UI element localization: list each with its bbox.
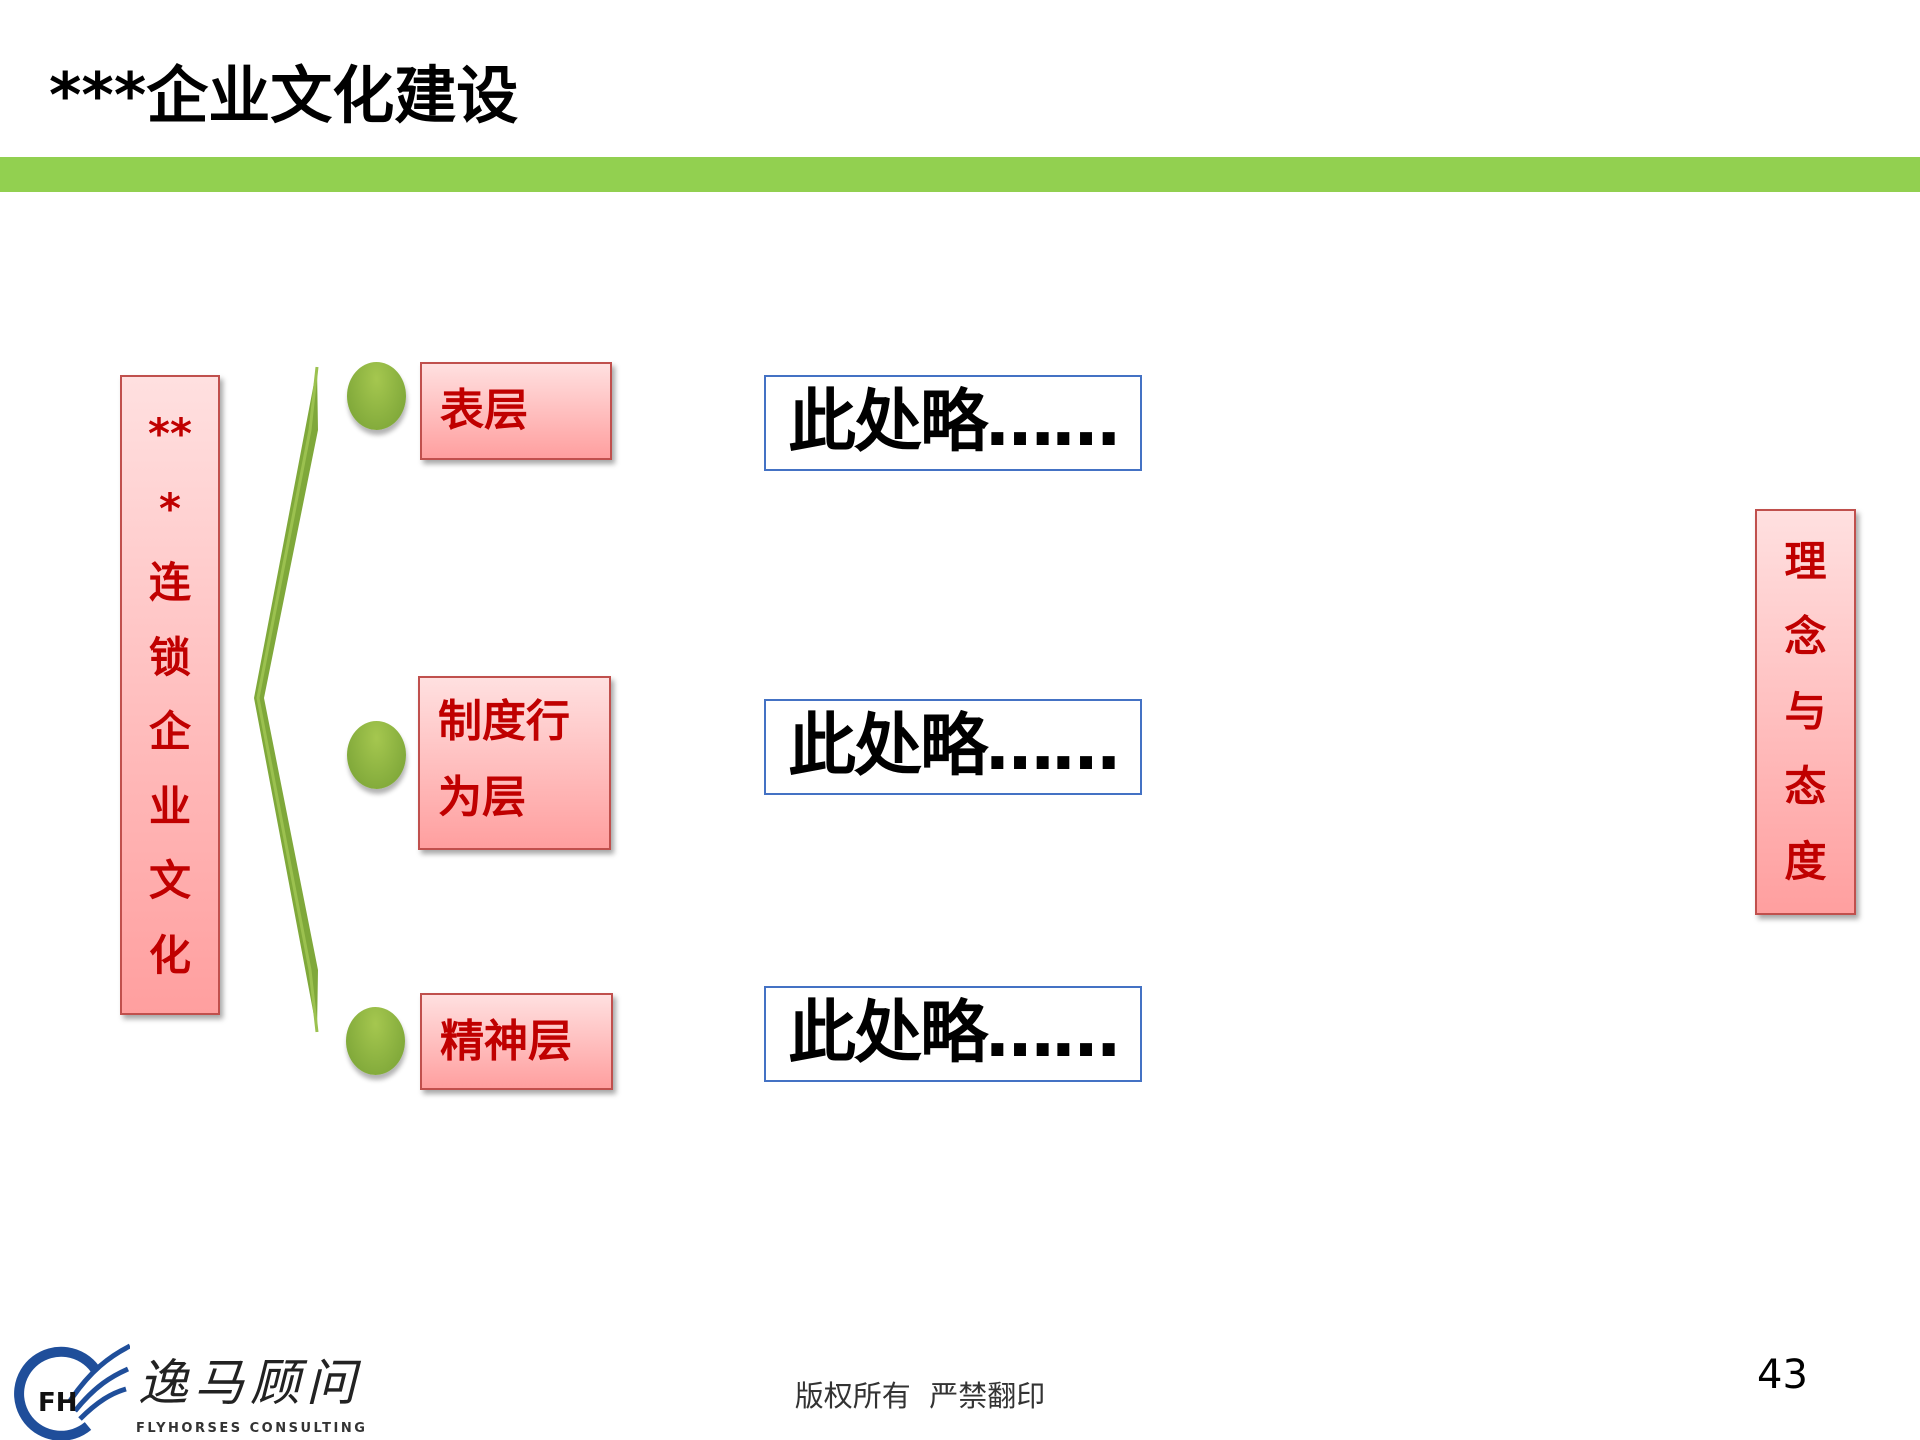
right-label-char: 理: [1784, 537, 1827, 587]
content-box-surface: 此处略……: [764, 375, 1142, 471]
content-box-system: 此处略……: [764, 699, 1142, 795]
right-label-char: 态: [1784, 761, 1827, 811]
logo-name-cn: 逸马顾问: [138, 1354, 362, 1412]
layer-label-surface: 表层: [420, 362, 612, 460]
bracket-shape: [254, 366, 319, 1033]
left-label-char: 业: [148, 781, 191, 831]
copyright-footer: 版权所有 严禁翻印: [794, 1379, 1046, 1413]
layer-label-system: 制度行 为层: [418, 676, 611, 850]
layer-label-text: 精神层: [440, 1015, 572, 1067]
layer-label-text: 制度行: [438, 696, 570, 747]
layer-label-text: 表层: [440, 385, 528, 436]
logo-name-en: FLYHORSES CONSULTING: [136, 1421, 368, 1436]
left-label-char: 化: [148, 930, 191, 980]
svg-text:FH: FH: [38, 1388, 78, 1418]
title-divider-bar: [0, 157, 1920, 192]
left-label-char: 连: [148, 558, 191, 608]
company-logo: FH 逸马顾问 FLYHORSES CONSULTING: [0, 1341, 392, 1440]
left-label-char: 文: [148, 856, 191, 906]
slide-title: ***企业文化建设: [49, 59, 519, 132]
left-label-char: *: [159, 483, 181, 533]
page-number: 43: [1757, 1352, 1808, 1398]
right-label-box: 理 念 与 态 度: [1755, 509, 1856, 915]
left-label-char: 企: [148, 707, 191, 757]
content-box-spirit: 此处略……: [764, 986, 1142, 1082]
right-label-char: 与: [1784, 686, 1827, 736]
right-label-char: 念: [1784, 612, 1827, 662]
right-label-char: 度: [1784, 836, 1827, 886]
bullet-circle: [347, 721, 406, 789]
layer-label-text: 为层: [438, 772, 526, 823]
layer-label-spirit: 精神层: [420, 993, 613, 1090]
left-label-char: 锁: [148, 632, 191, 682]
bullet-circle: [347, 362, 406, 430]
left-label-box: ** * 连 锁 企 业 文 化: [120, 375, 220, 1015]
bullet-circle: [346, 1007, 405, 1075]
logo-mark-icon: FH: [14, 1343, 130, 1440]
left-label-char: **: [148, 409, 192, 459]
